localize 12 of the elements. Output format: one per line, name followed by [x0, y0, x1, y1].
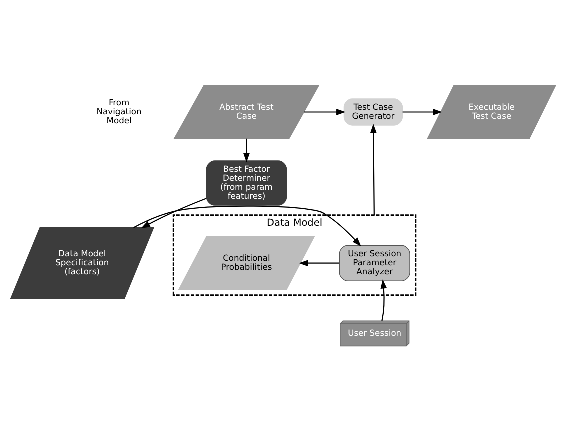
arrow — [299, 260, 340, 266]
arrow — [141, 198, 207, 228]
node-box: User Session Parameter Analyzer — [339, 244, 410, 281]
arrow — [380, 279, 388, 321]
arrow — [244, 138, 250, 162]
node-label: From Navigation Model — [96, 96, 142, 125]
arrow — [304, 108, 346, 115]
arrow — [133, 205, 362, 246]
arrow — [402, 108, 442, 115]
arrow — [370, 124, 377, 215]
node-box: Test Case Generator — [344, 98, 404, 126]
node-box: Best Factor Determiner (from param features) — [206, 160, 288, 206]
